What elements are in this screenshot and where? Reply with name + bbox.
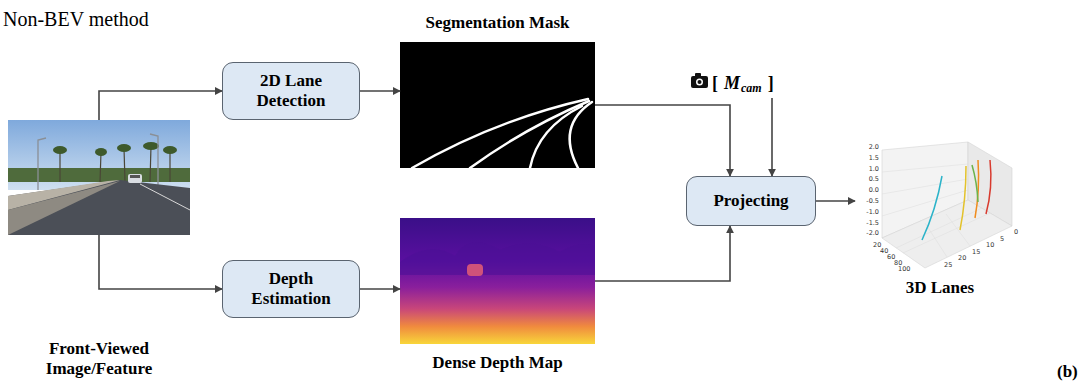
flow-arrow bbox=[99, 235, 222, 289]
camera-icon bbox=[691, 73, 708, 88]
segmentation-mask bbox=[400, 42, 595, 168]
axis-tick: 5 bbox=[1000, 236, 1004, 243]
camera-matrix-text: cam bbox=[741, 81, 762, 96]
depth-image: Dense Depth Map bbox=[400, 218, 595, 344]
box-label: Projecting bbox=[713, 191, 788, 211]
axis-tick: 0 bbox=[1014, 229, 1018, 236]
axis-tick: 25 bbox=[944, 262, 952, 269]
tree-line bbox=[8, 168, 190, 182]
axis-tick: 1.0 bbox=[858, 166, 879, 173]
image-caption: Dense Depth Map bbox=[400, 353, 595, 373]
panel-title: Non-BEV method bbox=[3, 8, 149, 30]
axis-tick: 0.5 bbox=[858, 176, 879, 183]
axis-tick: -2.0 bbox=[858, 230, 879, 237]
car bbox=[128, 174, 142, 183]
flow-arrow bbox=[360, 288, 400, 290]
depth-gradient bbox=[400, 218, 595, 344]
sky bbox=[8, 120, 190, 190]
camera-matrix-text: [ bbox=[712, 73, 718, 94]
camera-matrix-text: M bbox=[724, 73, 740, 94]
lane-marking bbox=[140, 184, 190, 210]
camera-matrix-text: ] bbox=[768, 73, 774, 94]
flow-arrow bbox=[595, 226, 730, 281]
street-lights bbox=[38, 134, 158, 190]
process-box: Projecting bbox=[686, 176, 816, 226]
process-box: Depth Estimation bbox=[222, 260, 360, 318]
axis-tick: -1.0 bbox=[858, 209, 879, 216]
road bbox=[8, 180, 190, 235]
sidewalk bbox=[8, 181, 120, 235]
mask-background bbox=[400, 42, 595, 168]
image-caption: Segmentation Mask bbox=[400, 13, 595, 33]
flow-arrow bbox=[99, 91, 222, 120]
camera-icon-space bbox=[688, 83, 710, 84]
axis-tick: 100 bbox=[898, 266, 910, 273]
lane-curves bbox=[922, 160, 991, 240]
3d-plot bbox=[882, 142, 1012, 268]
image-caption: Front-Viewed Image/Feature bbox=[8, 339, 190, 378]
axis-tick: 20 bbox=[958, 255, 966, 262]
box-label: Depth Estimation bbox=[232, 269, 350, 310]
flow-arrow bbox=[360, 90, 400, 92]
box-label: 2D Lane Detection bbox=[232, 71, 350, 112]
depth-car bbox=[467, 264, 483, 276]
car-window bbox=[130, 175, 140, 178]
panel-letter: (b) bbox=[1057, 362, 1078, 381]
grid-lines bbox=[882, 164, 990, 257]
axis-tick: 1.5 bbox=[858, 155, 879, 162]
depth-map bbox=[400, 218, 595, 344]
flow-arrow bbox=[595, 105, 730, 176]
front-view-photo bbox=[8, 120, 190, 235]
axis-tick: 0.0 bbox=[858, 187, 879, 194]
axis-tick: 10 bbox=[986, 242, 994, 249]
axis-tick: -1.5 bbox=[858, 220, 879, 227]
camera-params: [ Mcam] bbox=[688, 70, 798, 96]
image-caption: 3D Lanes bbox=[855, 278, 1025, 298]
palm-trees bbox=[60, 146, 170, 182]
input-image: Front-Viewed Image/Feature bbox=[8, 120, 190, 235]
flow-arrow bbox=[771, 98, 773, 176]
axis-tick: 15 bbox=[972, 249, 980, 256]
axis-tick: -0.5 bbox=[858, 198, 879, 205]
flow-arrow bbox=[816, 200, 855, 202]
process-box: 2D Lane Detection bbox=[222, 62, 360, 120]
mask-lanes bbox=[412, 99, 592, 168]
mask-image: Segmentation Mask bbox=[400, 42, 595, 168]
axis-tick: 2.0 bbox=[858, 144, 879, 151]
depth-trees bbox=[400, 242, 595, 275]
